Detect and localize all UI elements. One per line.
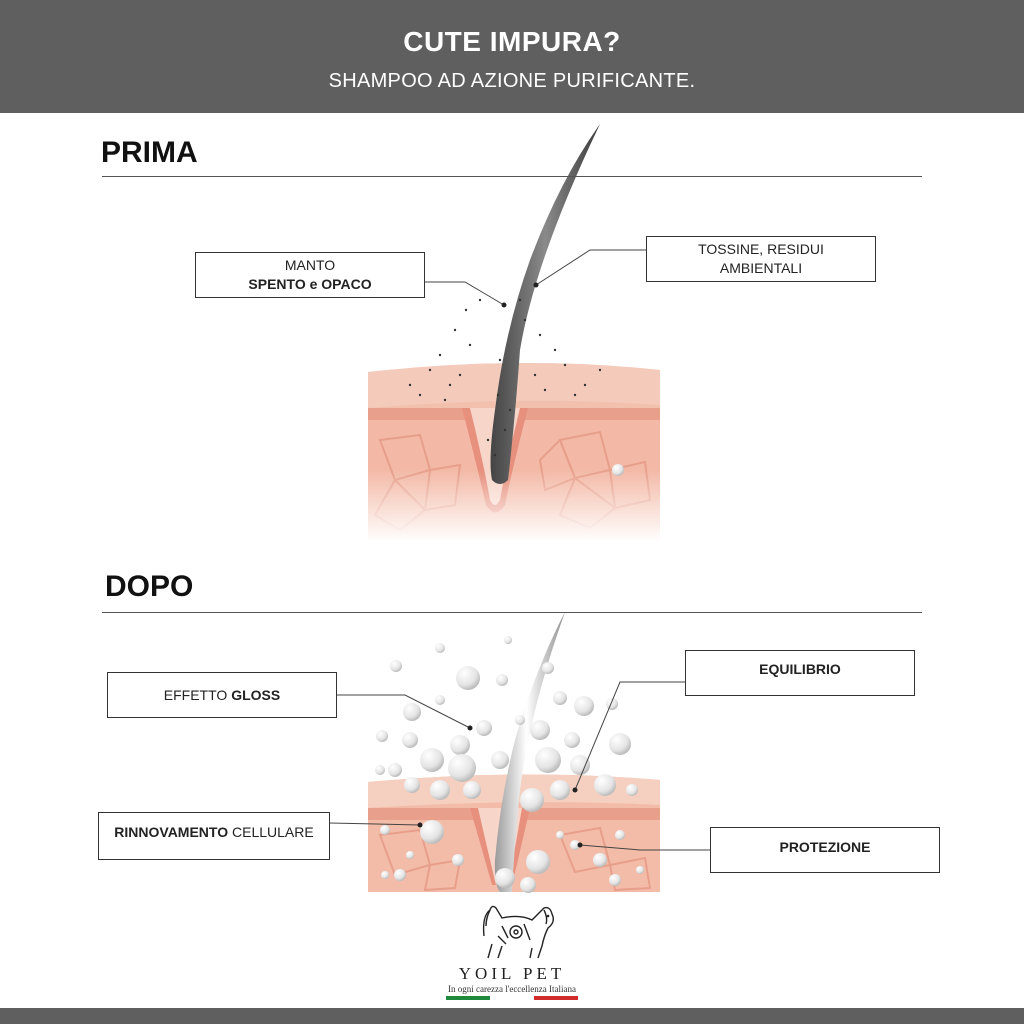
page-subtitle: SHAMPOO AD AZIONE PURIFICANTE.	[328, 70, 696, 92]
hair-strand-dull-icon	[490, 124, 600, 484]
header-banner: CUTE IMPURA? SHAMPOO AD AZIONE PURIFICAN…	[0, 0, 1024, 113]
toxin-particles	[408, 298, 602, 457]
footer-bar	[0, 1008, 1024, 1024]
leader-lines-after	[329, 681, 710, 851]
brand-name: YOIL PET	[458, 964, 566, 983]
dog-mascot-icon	[482, 905, 555, 959]
section-divider-before	[102, 176, 922, 177]
label-dull-coat: MANTO SPENTO e OPACO	[195, 252, 425, 298]
foam-bubbles	[375, 464, 644, 893]
label-protection: PROTEZIONE	[710, 827, 940, 873]
label-toxins: TOSSINE, RESIDUI AMBIENTALI	[646, 236, 876, 282]
italian-flag-stripe	[446, 996, 578, 1000]
section-title-after: DOPO	[105, 570, 194, 603]
brand-tagline: In ogni carezza l'eccellenza Italiana	[447, 984, 577, 994]
leader-lines-before	[425, 249, 646, 306]
hair-strand-glossy-icon	[494, 612, 565, 892]
page-title: CUTE IMPURA?	[403, 26, 621, 57]
brand-logo: YOIL PET In ogni carezza l'eccellenza It…	[432, 896, 592, 1006]
section-divider-after	[102, 612, 922, 613]
label-cell-renewal: RINNOVAMENTO CELLULARE	[98, 812, 330, 860]
label-gloss-effect: EFFETTO GLOSS	[107, 672, 337, 718]
section-title-before: PRIMA	[101, 136, 198, 169]
label-balance: EQUILIBRIO	[685, 650, 915, 696]
